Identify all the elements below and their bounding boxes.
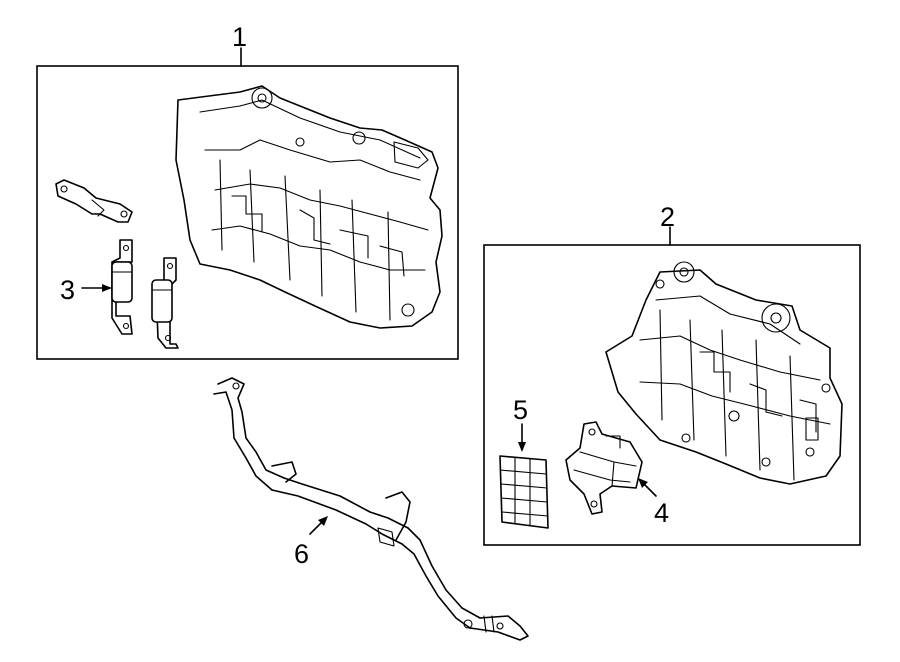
part-1-assembly[interactable] [175,85,443,329]
group-box-1 [36,65,459,360]
callout-1[interactable]: 1 [232,22,247,52]
group-box-2 [483,244,861,546]
part-6-cable[interactable] [213,377,529,641]
part-3-fuse-a[interactable] [111,239,133,335]
part-4-relay[interactable] [565,421,643,515]
bracket-strap[interactable] [55,179,133,223]
callout-2[interactable]: 2 [660,202,675,232]
part-3-fuse-b[interactable] [151,257,179,349]
part-2-assembly[interactable] [605,261,843,485]
callout-3[interactable]: 3 [60,275,75,305]
callout-4[interactable]: 4 [654,498,669,528]
callout-5[interactable]: 5 [513,395,528,425]
callout-6[interactable]: 6 [294,539,309,569]
part-5-connector-block[interactable] [499,455,549,529]
